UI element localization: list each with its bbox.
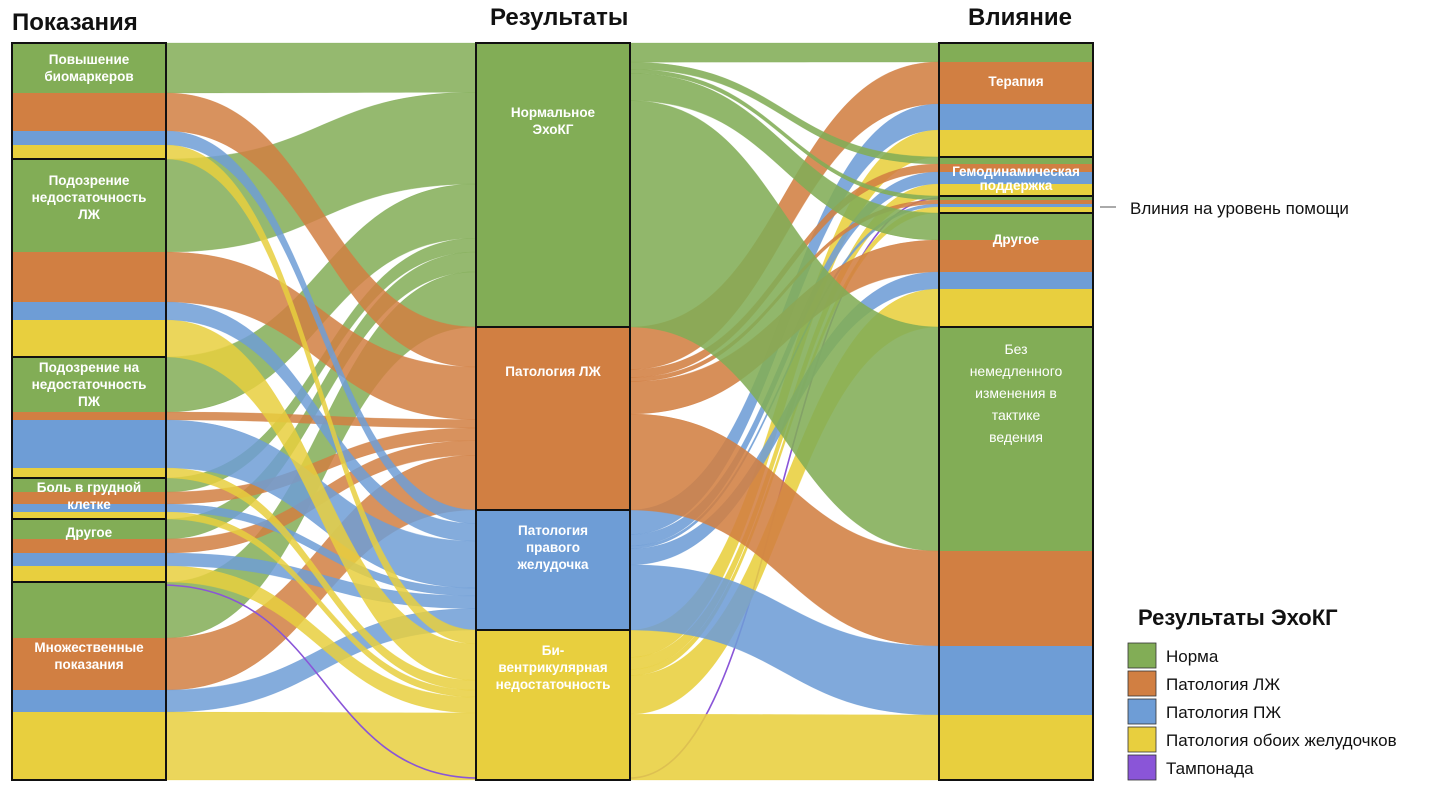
right-band-oth-rv <box>939 272 1093 289</box>
left-band-lvs-norm <box>12 159 166 252</box>
right-band-ther-norm <box>939 43 1093 62</box>
flow-tamponade-left <box>165 584 477 779</box>
right-node-none <box>938 326 1094 781</box>
right-band-oth-lv <box>939 240 1093 272</box>
right-band-ther-biv <box>939 130 1093 157</box>
right-band-oth-norm <box>939 213 1093 240</box>
legend-swatch-biv <box>1127 726 1157 753</box>
right-band-hemo-norm <box>939 157 1093 164</box>
left-band-multi-norm <box>12 582 166 638</box>
legend-label-lv: Патология ЛЖ <box>1166 675 1280 694</box>
left-band-rvs-biv <box>12 468 166 478</box>
left-band-multi-biv <box>12 712 166 780</box>
nodes <box>11 42 1094 781</box>
right-band-oth-biv <box>939 289 1093 327</box>
legend-swatch-lv <box>1127 670 1157 697</box>
left-band-lvs-biv <box>12 320 166 357</box>
right-band-ther-rv <box>939 104 1093 130</box>
flows <box>165 42 940 781</box>
left-band-chest-lv <box>12 492 166 504</box>
care-level-annotation: Влиния на уровень помощи <box>1100 199 1349 218</box>
annotation-text: Влиния на уровень помощи <box>1130 199 1349 218</box>
left-band-other-lv <box>12 539 166 553</box>
legend-title: Результаты ЭхоКГ <box>1138 605 1338 630</box>
left-band-other-biv <box>12 566 166 582</box>
middle-node-rv <box>475 509 631 631</box>
right-band-care-rv <box>939 204 1093 207</box>
right-band-none-norm <box>939 327 1093 551</box>
flow-biv-to-none <box>629 713 940 781</box>
right-band-hemo-biv <box>939 184 1093 196</box>
left-band-rvs-lv <box>12 412 166 420</box>
middle-node-norm <box>475 42 631 328</box>
right-label-oth: Другое <box>993 232 1040 247</box>
left-band-chest-norm <box>12 478 166 492</box>
middle-label-lv: Патология ЛЖ <box>505 364 601 379</box>
right-band-care-norm <box>939 196 1093 200</box>
right-label-ther: Терапия <box>988 74 1043 89</box>
legend-swatch-rv <box>1127 698 1157 725</box>
column-title-results: Результаты <box>490 4 628 31</box>
left-band-lvs-rv <box>12 302 166 320</box>
right-band-care-biv <box>939 207 1093 213</box>
middle-node-lv <box>475 326 631 511</box>
left-band-other-rv <box>12 553 166 566</box>
left-band-bio-norm <box>12 43 166 93</box>
right-band-care-lv <box>939 200 1093 204</box>
left-band-bio-lv <box>12 93 166 131</box>
legend-swatch-tamp <box>1127 754 1157 781</box>
right-band-hemo-rv <box>939 172 1093 184</box>
legend-label-norm: Норма <box>1166 647 1219 666</box>
right-band-none-biv <box>939 715 1093 780</box>
left-band-bio-rv <box>12 131 166 145</box>
middle-node-biv <box>475 629 631 781</box>
left-band-other-norm <box>12 519 166 539</box>
left-band-multi-lv <box>12 638 166 690</box>
legend-label-tamp: Тампонада <box>1166 759 1254 778</box>
left-band-chest-rv <box>12 504 166 512</box>
legend-swatch-norm <box>1127 642 1157 669</box>
right-band-hemo-lv <box>939 164 1093 172</box>
legend-label-rv: Патология ПЖ <box>1166 703 1281 722</box>
left-band-rvs-norm <box>12 357 166 412</box>
flow-norm-to-ther <box>629 42 940 63</box>
right-band-none-lv <box>939 551 1093 646</box>
column-title-indications: Показания <box>12 9 138 36</box>
left-band-lvs-lv <box>12 252 166 302</box>
right-band-ther-lv <box>939 62 1093 104</box>
right-band-none-rv <box>939 646 1093 715</box>
legend-label-biv: Патология обоих желудочков <box>1166 731 1397 750</box>
flow-bio-to-norm <box>165 42 477 94</box>
column-title-impact: Влияние <box>968 4 1072 31</box>
left-node-multi <box>11 581 167 781</box>
left-band-multi-rv <box>12 690 166 712</box>
left-label-other: Другое <box>66 525 113 540</box>
left-band-rvs-rv <box>12 420 166 468</box>
left-band-chest-biv <box>12 512 166 519</box>
left-band-bio-biv <box>12 145 166 159</box>
